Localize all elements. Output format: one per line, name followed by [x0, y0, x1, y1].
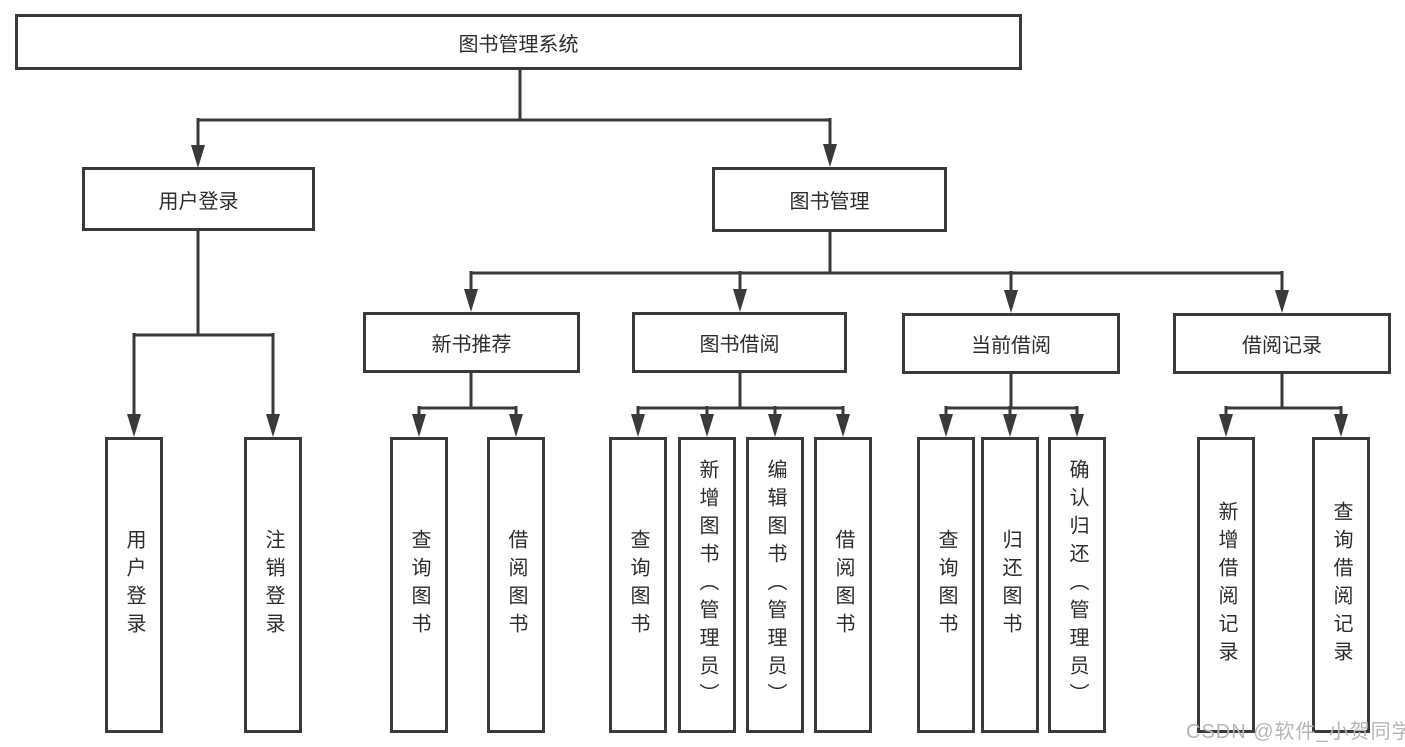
node-user-login: 用户登录 — [82, 167, 315, 231]
leaf-confirm-return-admin: 确认归还（管理员） — [1048, 437, 1106, 733]
leaf-user-login: 用户登录 — [105, 437, 163, 733]
leaf-add-books-admin: 新增图书（管理员） — [678, 437, 736, 733]
leaf-edit-books-admin: 编辑图书（管理员） — [746, 437, 804, 733]
node-current-borrow: 当前借阅 — [902, 313, 1120, 374]
node-root-system: 图书管理系统 — [15, 14, 1022, 70]
leaf-return-books: 归还图书 — [981, 437, 1039, 733]
leaf-query-borrow-record: 查询借阅记录 — [1312, 437, 1370, 733]
csdn-watermark: CSDN @软件_小贺同学 — [1186, 721, 1405, 743]
arrowheads — [127, 144, 1348, 437]
leaf-query-books-borrow: 查询图书 — [609, 437, 667, 733]
leaf-query-books-recommend: 查询图书 — [390, 437, 448, 733]
leaf-borrow-books: 借阅图书 — [814, 437, 872, 733]
leaf-query-books-current: 查询图书 — [917, 437, 975, 733]
leaf-logout: 注销登录 — [244, 437, 302, 733]
leaf-add-borrow-record: 新增借阅记录 — [1197, 437, 1255, 733]
node-borrow-records: 借阅记录 — [1173, 313, 1391, 374]
connector-path — [132, 70, 1343, 418]
node-new-book-recommend: 新书推荐 — [363, 312, 580, 373]
leaf-borrow-books-recommend: 借阅图书 — [487, 437, 545, 733]
node-book-borrow: 图书借阅 — [632, 312, 847, 373]
node-book-management: 图书管理 — [712, 167, 947, 232]
